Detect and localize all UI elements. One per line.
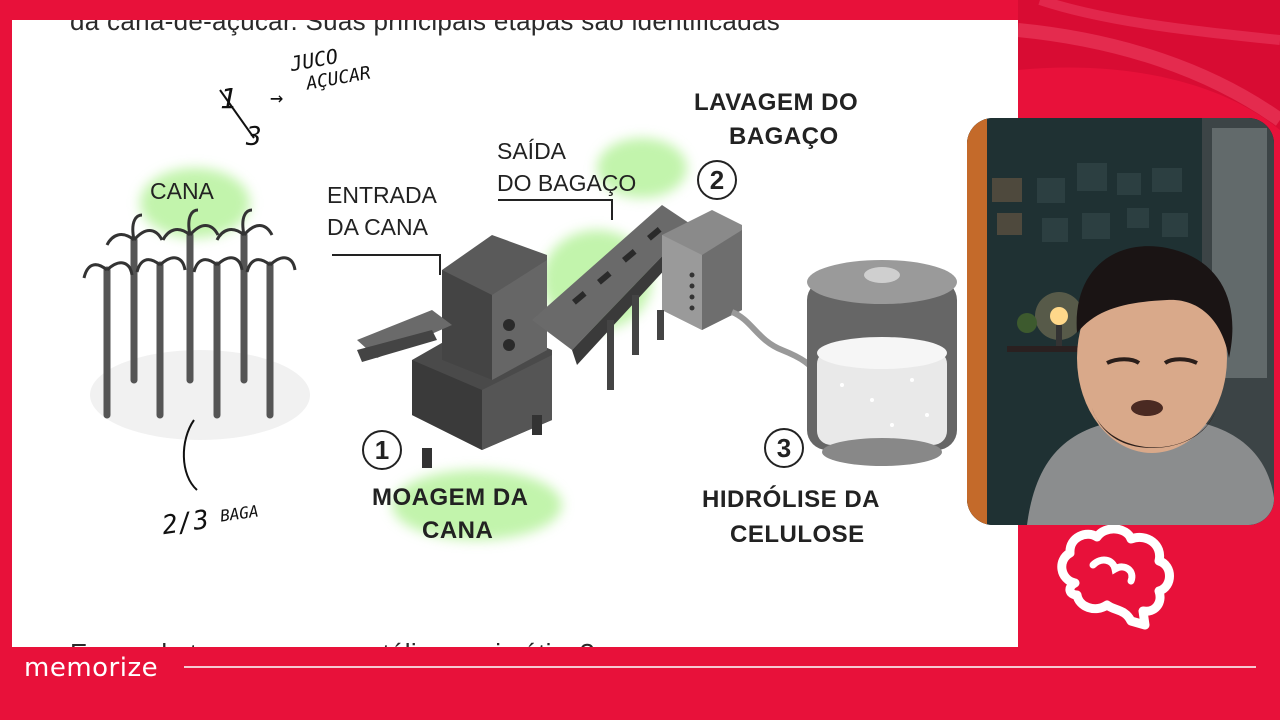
step-3-badge: 3 [764, 428, 804, 468]
step-1-badge: 1 [362, 430, 402, 470]
sugarcane-illustration [82, 208, 310, 440]
annotation-fraction-den: 3 [246, 122, 262, 152]
brain-icon [1057, 525, 1174, 630]
label-saida-line2: DO BAGAÇO [497, 170, 637, 196]
highlight-saida [597, 138, 687, 198]
label-moagem-line2: CANA [422, 517, 494, 544]
presenter-webcam [967, 118, 1274, 525]
highlight-cana [140, 168, 250, 238]
highlight-moagem [392, 470, 562, 540]
label-lavagem-line2: BAGAÇO [729, 123, 839, 150]
bottom-bar [0, 648, 1280, 720]
step-2-badge: 2 [697, 160, 737, 200]
annotation-fraction-num: 1 [220, 82, 237, 115]
presentation-slide: da cana-de-açúcar. Suas principais etapa… [12, 20, 1018, 647]
label-hidrolise-line2: CELULOSE [730, 521, 865, 548]
slide-top-text: da cana-de-açúcar. Suas principais etapa… [70, 20, 781, 36]
label-moagem-line1: MOAGEM DA [372, 484, 529, 511]
process-diagram [82, 89, 957, 491]
label-entrada-line2: DA CANA [327, 214, 428, 240]
annotation-arrow: → [270, 86, 284, 111]
hydrolysis-tank [807, 260, 957, 466]
label-saida-line1: SAÍDA [497, 138, 567, 164]
brand-name: memorize [24, 653, 159, 683]
label-cana: CANA [150, 178, 214, 204]
label-hidrolise-line1: HIDRÓLISE DA [702, 486, 881, 513]
washer-tank [657, 210, 742, 340]
mill-machine [357, 235, 552, 468]
label-lavagem-line1: LAVAGEM DO [694, 89, 859, 116]
label-entrada-line1: ENTRADA [327, 182, 437, 208]
presenter-video [967, 118, 1274, 525]
slide-question-text: Em qual etapa ocorre a catálise enzimáti… [70, 638, 595, 647]
bottom-bar-divider [184, 666, 1256, 668]
